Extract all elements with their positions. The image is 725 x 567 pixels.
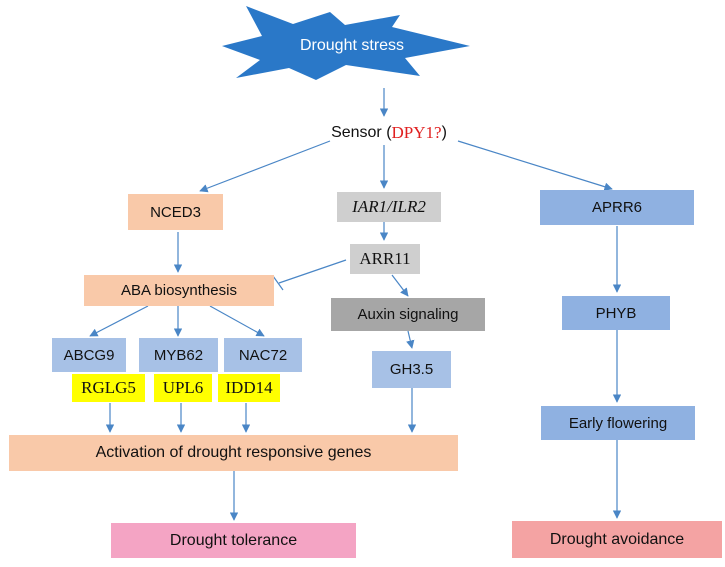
arr11-box: ARR11: [350, 244, 420, 274]
arrow-auxin-to-gh35: [406, 330, 415, 349]
sensor-suffix: ): [441, 124, 447, 141]
gh3-5-box: GH3.5: [372, 351, 451, 388]
drought-tolerance-box: Drought tolerance: [111, 523, 356, 558]
arrow-aba-to-abcg9: [89, 305, 149, 337]
idd14-label: IDD14: [218, 374, 280, 402]
early-flowering-box: Early flowering: [541, 406, 695, 440]
rglg5-label: RGLG5: [72, 374, 145, 402]
myb62-box: MYB62: [139, 338, 218, 372]
nac72-box: NAC72: [224, 338, 302, 372]
sensor-prefix: Sensor (: [331, 124, 392, 141]
phyb-box: PHYB: [562, 296, 670, 330]
drought-stress-label: Drought stress: [300, 37, 405, 54]
iar1-ilr2-box: IAR1/ILR2: [337, 192, 441, 222]
aba-biosynthesis-box: ABA biosynthesis: [84, 275, 274, 306]
arrow-sensor-to-aprr6: [457, 140, 613, 191]
auxin-signaling-box: Auxin signaling: [331, 298, 485, 331]
arrow-aba-to-nac72: [209, 305, 265, 337]
sensor-node: Sensor (DPY1?): [314, 119, 464, 147]
inhibit-bar: [272, 275, 284, 291]
nced3-box: NCED3: [128, 194, 223, 230]
drought-avoidance-box: Drought avoidance: [512, 521, 722, 558]
inhibit-arr11-to-aba: [278, 259, 347, 284]
sensor-candidate: DPY1?: [391, 123, 442, 142]
abcg9-box: ABCG9: [52, 338, 126, 372]
arrow-sensor-to-nced3: [199, 140, 331, 193]
activation-box: Activation of drought responsive genes: [9, 435, 458, 471]
aprr6-box: APRR6: [540, 190, 694, 225]
drought-stress-star: [222, 6, 470, 80]
upl6-label: UPL6: [154, 374, 212, 402]
arrow-arr11-to-auxin: [391, 274, 409, 297]
